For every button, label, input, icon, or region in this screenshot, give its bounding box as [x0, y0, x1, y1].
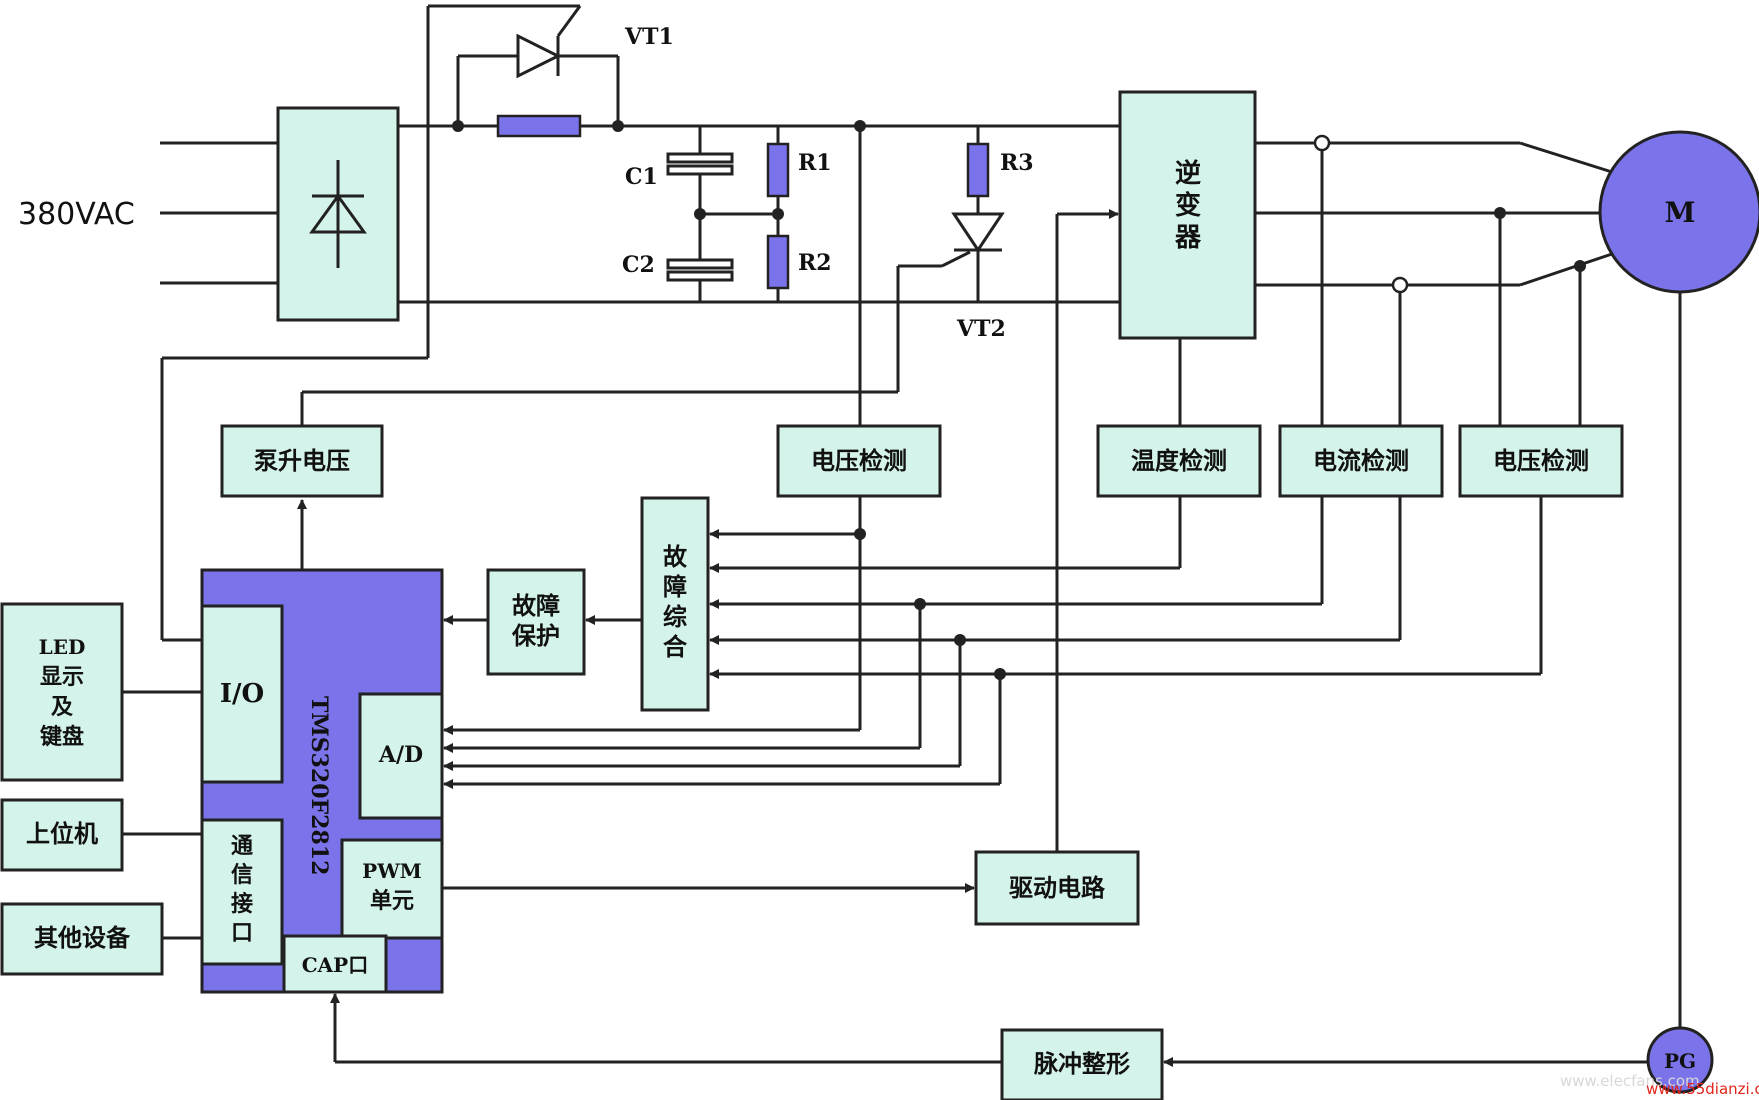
comm-label-1: 通 — [231, 833, 253, 859]
r1-label: R1 — [798, 150, 832, 176]
host-label: 上位机 — [26, 819, 98, 848]
other-devices-label: 其他设备 — [34, 923, 131, 952]
fault-synth-label-3: 综 — [663, 602, 687, 631]
comm-label-2: 信 — [231, 862, 253, 888]
watermark-faint: www.elecfans.com — [1560, 1072, 1700, 1090]
fault-protect-label-2: 保护 — [511, 621, 560, 650]
led-label-1: LED — [39, 635, 86, 659]
charge-resistor — [496, 114, 582, 138]
inverter-block — [1118, 90, 1257, 340]
source-label: 380VAC — [18, 197, 135, 232]
comm-port — [200, 818, 284, 966]
output-voltage-detect-label: 电压检测 — [1493, 446, 1589, 475]
drive-circuit-label: 驱动电路 — [1009, 873, 1106, 902]
other-devices-block — [0, 902, 164, 976]
pwm-label-2: 单元 — [370, 888, 414, 914]
ad-inputs — [443, 604, 1002, 789]
comm-label-3: 接 — [231, 891, 253, 917]
vt1-thyristor-icon — [456, 5, 620, 126]
pulse-shaping-block — [1000, 1028, 1164, 1100]
motor-phase-lines — [1255, 141, 1613, 287]
dc-voltage-detect-label: 电压检测 — [811, 446, 907, 475]
vt2-thyristor-icon — [941, 212, 1005, 268]
pulse-shaping-label: 脉冲整形 — [1033, 1049, 1130, 1078]
temp-detect-block — [1096, 424, 1262, 498]
pulse-to-cap — [330, 993, 1002, 1064]
fault-synth-label-2: 障 — [663, 572, 687, 601]
io-port — [200, 604, 284, 784]
drive-circuit-block — [974, 850, 1140, 926]
inverter-label-3: 器 — [1174, 223, 1202, 253]
dc-voltage-detect-block — [776, 424, 942, 498]
current-detect-label: 电流检测 — [1313, 446, 1409, 475]
pwm-unit — [340, 838, 444, 940]
comm-label-4: 口 — [231, 920, 253, 946]
inverter-label-2: 变 — [1175, 190, 1201, 221]
output-voltage-detect-block — [1458, 424, 1624, 498]
fault-synth-label-1: 故 — [663, 542, 688, 571]
ad-port — [358, 692, 444, 820]
ad-label: A/D — [378, 742, 423, 768]
pg-encoder — [1646, 1026, 1714, 1094]
vt1-label: VT1 — [624, 24, 674, 50]
fault-protect-block — [486, 568, 586, 676]
fault-synth-block — [640, 496, 710, 712]
cap-label: CAP口 — [302, 953, 368, 977]
led-label-2: 显示 — [40, 664, 84, 690]
rectifier-diode-icon — [309, 160, 367, 268]
mcu-name: TMS320F2812 — [306, 696, 332, 875]
c1-label: C1 — [625, 164, 658, 190]
fault-inputs — [709, 496, 1543, 730]
pump-voltage-label: 泵升电压 — [254, 446, 350, 475]
fault-protect-label-1: 故障 — [512, 591, 560, 620]
pg-label: PG — [1664, 1049, 1696, 1073]
inverter-label-1: 逆 — [1175, 158, 1201, 189]
r3-label: R3 — [1000, 150, 1034, 176]
temp-detect-label: 温度检测 — [1131, 446, 1227, 475]
r2-label: R2 — [798, 250, 832, 276]
ac-input-lines — [160, 141, 278, 285]
pwm-label-1: PWM — [362, 859, 422, 883]
led-label-3: 及 — [51, 694, 74, 720]
detection-wiring — [160, 4, 1582, 642]
watermark-red: www.55dianzi.com — [1646, 1080, 1759, 1098]
current-detect-block — [1278, 424, 1444, 498]
vt2-label: VT2 — [956, 316, 1006, 342]
fault-synth-label-4: 合 — [663, 632, 688, 661]
led-label-4: 键盘 — [40, 724, 84, 750]
host-block — [0, 798, 124, 872]
c2-label: C2 — [622, 252, 655, 278]
io-label: I/O — [220, 679, 264, 709]
cap-port — [282, 934, 388, 994]
led-display-block — [0, 602, 124, 782]
capacitor-bank — [666, 126, 734, 302]
motor-label: M — [1665, 196, 1696, 229]
drive-to-inverter — [1055, 209, 1119, 852]
